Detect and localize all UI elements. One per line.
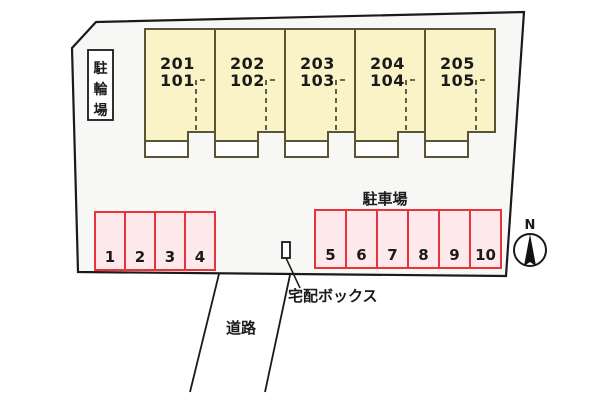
unit-label-upper-201: 201 (160, 54, 195, 73)
unit-balcony-204 (354, 140, 399, 158)
parking-stall-label-6: 6 (356, 246, 366, 264)
parking-stall-label-9: 9 (449, 246, 459, 264)
unit-divider-dashed-205 (475, 79, 485, 132)
unit-divider-dashed-202 (265, 79, 275, 132)
compass-north-label: N (525, 218, 536, 233)
parking-stall-label-7: 7 (387, 246, 397, 264)
unit-label-lower-204: 104 (370, 71, 405, 90)
delivery-box-area[interactable]: 宅配ボックス (281, 241, 378, 305)
unit-divider-dashed-203 (335, 79, 345, 132)
delivery-box-label: 宅配ボックス (288, 287, 378, 305)
road-line-left (189, 273, 220, 393)
bicycle-parking-label-char-3: 場 (94, 102, 108, 119)
unit-balcony-205 (424, 140, 469, 158)
parking-stall-6: 6 (345, 209, 378, 269)
parking-stall-rect-5[interactable] (314, 209, 347, 269)
parking-stall-label-4: 4 (195, 248, 205, 266)
bicycle-parking-label-char-1: 駐 (94, 60, 108, 77)
parking-stall-rect-3[interactable] (154, 211, 186, 271)
parking-stall-label-3: 3 (165, 248, 175, 266)
parking-stall-3: 3 (154, 211, 186, 271)
parking-stall-rect-8[interactable] (407, 209, 440, 269)
unit-balcony-202 (214, 140, 259, 158)
parking-stall-label-1: 1 (105, 248, 115, 266)
compass-needle-icon (524, 234, 536, 266)
parking-stall-5: 5 (314, 209, 347, 269)
parking-stall-9: 9 (438, 209, 471, 269)
unit-label-lower-203: 103 (300, 71, 335, 90)
delivery-box-leader-line (285, 257, 301, 289)
parking-stall-10: 10 (469, 209, 502, 269)
parking-stall-rect-6[interactable] (345, 209, 378, 269)
unit-label-lower-205: 105 (440, 71, 475, 90)
compass-rose: N (513, 218, 547, 267)
bicycle-parking-area[interactable]: 駐 輪 場 (87, 49, 114, 121)
parking-stall-label-2: 2 (135, 248, 145, 266)
unit-balcony-201 (144, 140, 189, 158)
apartment-building: 201 101 202 102 203 103 (144, 28, 496, 158)
unit-block-205: 205 105 (424, 28, 496, 158)
parking-group-left: 1 2 3 4 (94, 211, 216, 271)
parking-stall-7: 7 (376, 209, 409, 269)
parking-stall-rect-7[interactable] (376, 209, 409, 269)
parking-stall-rect-10[interactable] (469, 209, 502, 269)
parking-stall-label-8: 8 (418, 246, 428, 264)
parking-stall-rect-1[interactable] (94, 211, 126, 271)
parking-stall-label-10: 10 (475, 246, 496, 264)
unit-divider-dashed-201 (195, 79, 205, 132)
bicycle-parking-label-char-2: 輪 (94, 81, 109, 98)
parking-stall-rect-4[interactable] (184, 211, 216, 271)
unit-label-upper-205: 205 (440, 54, 475, 73)
unit-divider-dashed-204 (405, 79, 415, 132)
unit-label-lower-201: 101 (160, 71, 195, 90)
delivery-box-marker[interactable] (281, 241, 291, 259)
road-line-right (264, 274, 291, 393)
unit-block-203: 203 103 (284, 28, 356, 158)
road-label: 道路 (226, 319, 257, 337)
car-parking-label: 駐車場 (362, 190, 407, 208)
parking-stall-4: 4 (184, 211, 216, 271)
parking-stall-2: 2 (124, 211, 156, 271)
unit-label-upper-202: 202 (230, 54, 265, 73)
parking-stall-1: 1 (94, 211, 126, 271)
parking-stall-label-5: 5 (325, 246, 335, 264)
unit-balcony-203 (284, 140, 329, 158)
unit-label-upper-204: 204 (370, 54, 405, 73)
unit-block-202: 202 102 (214, 28, 286, 158)
unit-label-lower-202: 102 (230, 71, 265, 90)
unit-label-upper-203: 203 (300, 54, 335, 73)
parking-stall-8: 8 (407, 209, 440, 269)
bicycle-parking-box[interactable] (87, 49, 114, 121)
parking-group-right: 5 6 7 8 9 10 (314, 209, 502, 269)
